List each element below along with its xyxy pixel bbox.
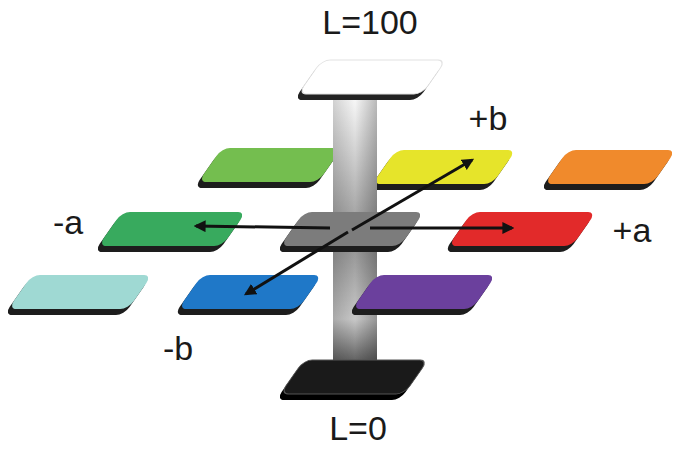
axis-label: -a [53, 205, 83, 239]
plus-b-arrow [352, 160, 472, 230]
axis-label: +b [469, 101, 508, 135]
column-shade [333, 88, 377, 232]
orange-tile [540, 150, 676, 190]
light-green-tile [194, 148, 342, 188]
minus-a-arrow [196, 226, 330, 228]
axis-label: -b [163, 331, 193, 365]
red-tile [444, 212, 596, 252]
gray-tile [276, 212, 424, 252]
axis-label: L=100 [322, 5, 418, 39]
green-tile [94, 212, 246, 252]
axis-label: +a [613, 213, 652, 247]
black-tile [276, 360, 428, 400]
blue-tile [174, 275, 322, 315]
plus-a-arrow [370, 227, 512, 230]
yellow-tile [368, 150, 516, 190]
purple-tile [348, 275, 496, 315]
cyan-tile [4, 275, 152, 315]
lightness-column [333, 88, 377, 232]
minus-b-arrow [246, 232, 348, 294]
white-tile [294, 60, 446, 100]
axis-label: L=0 [329, 411, 387, 445]
